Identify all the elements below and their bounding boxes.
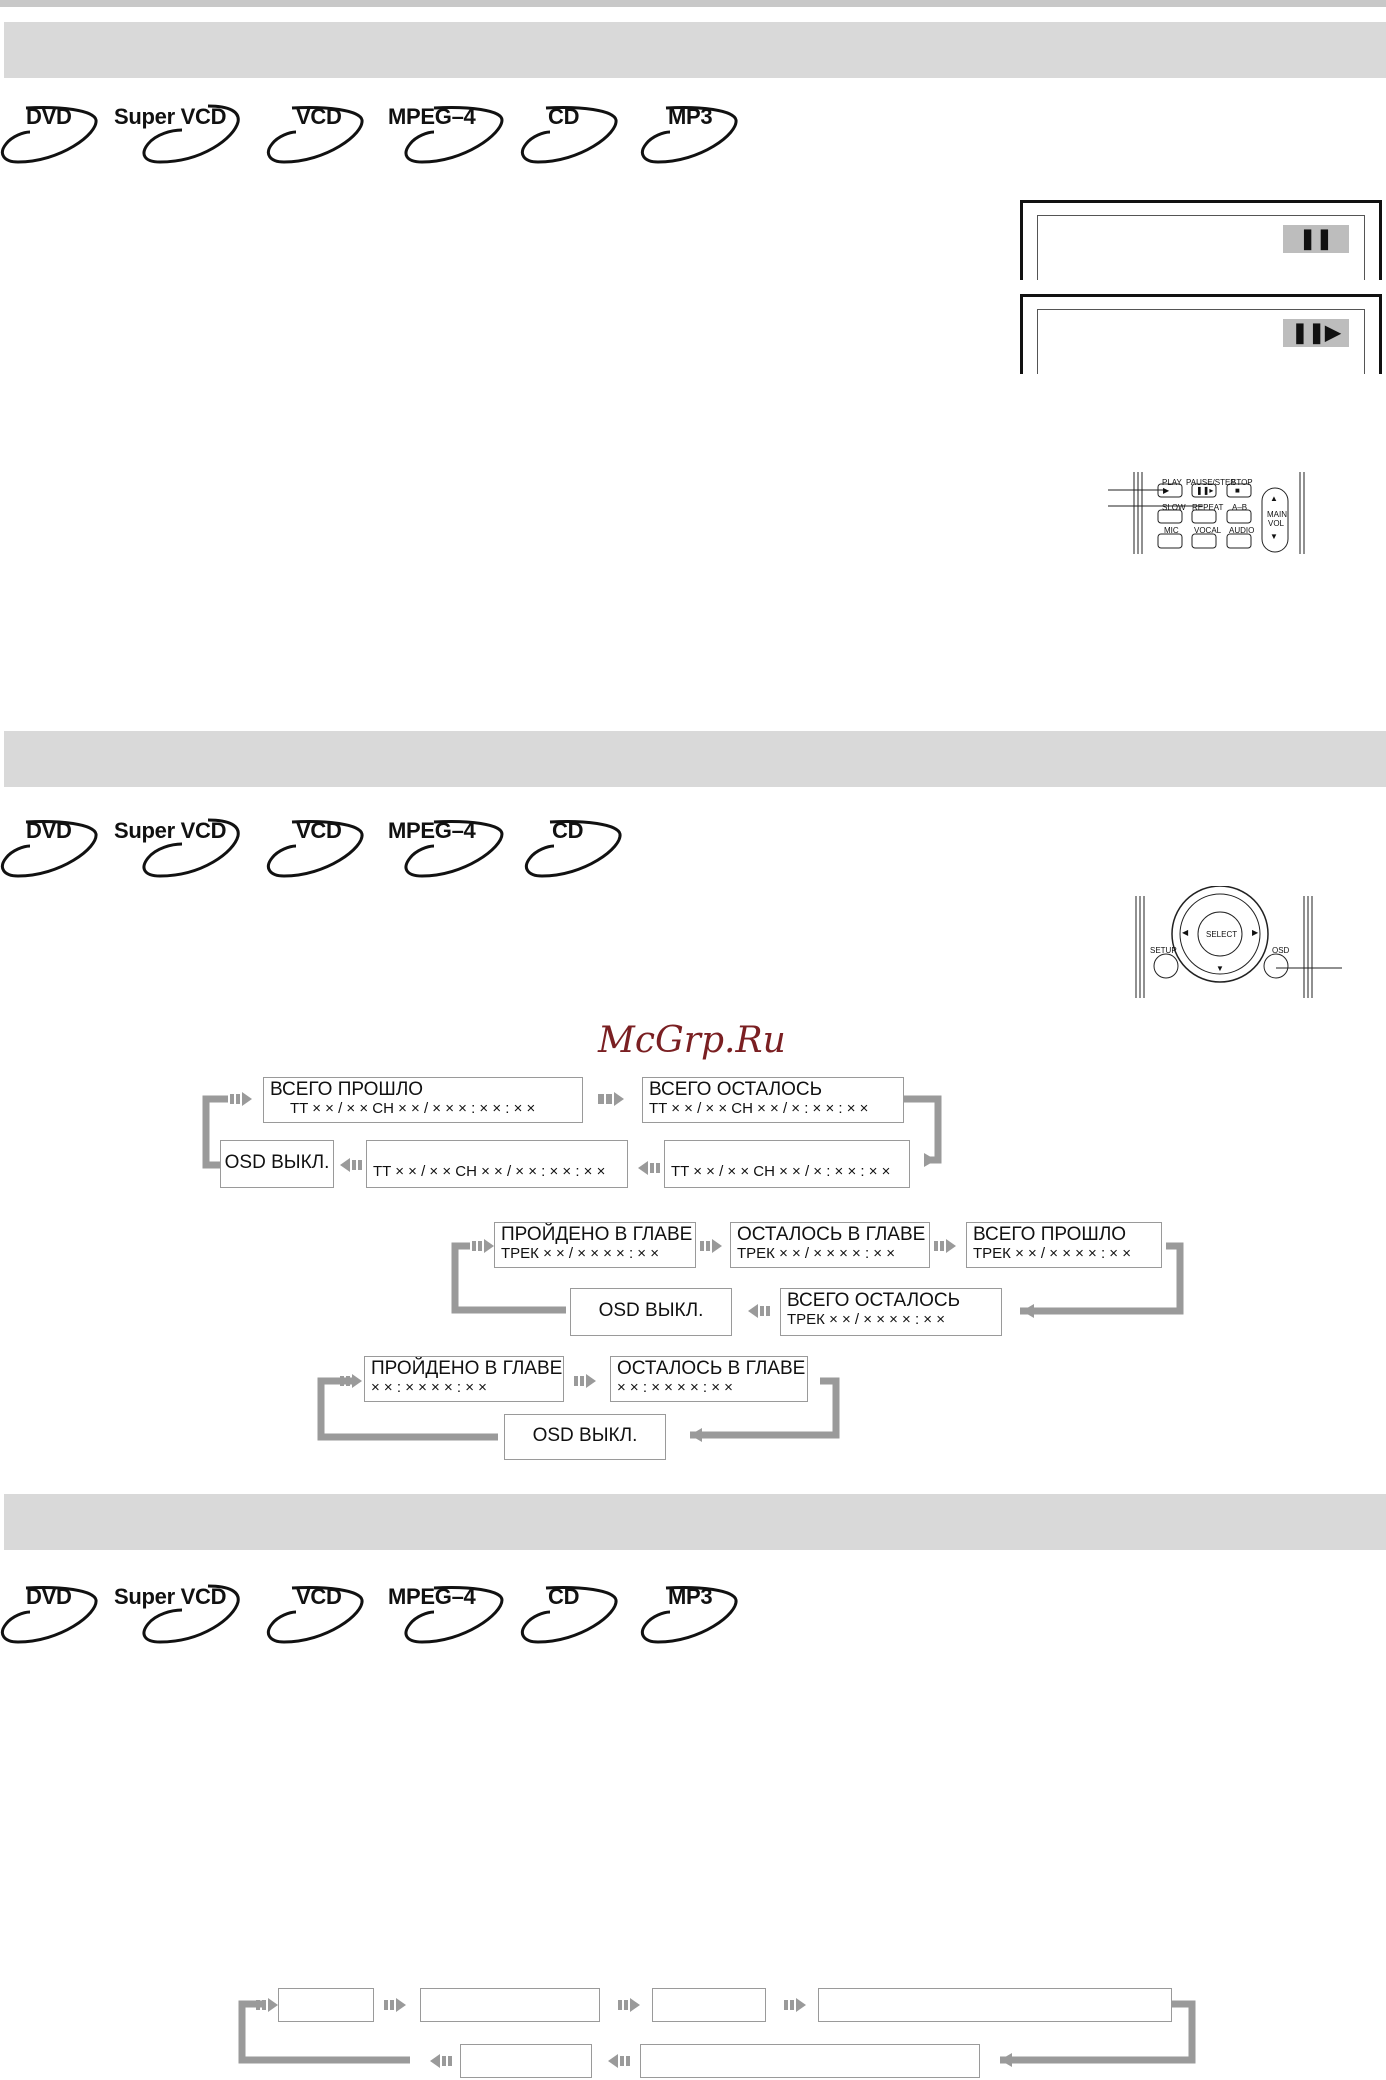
logo-vcd: VCD	[266, 1580, 366, 1644]
step-icon: ❚❚▶	[1283, 319, 1349, 347]
section-header-bar-2	[4, 731, 1386, 787]
logo-vcd: VCD	[266, 814, 366, 878]
cycle-box-5	[640, 2044, 980, 2078]
logo-super-vcd: Super VCD	[112, 1580, 242, 1644]
cycle-box-6	[460, 2044, 592, 2078]
logo-dvd: DVD	[0, 1580, 100, 1644]
vcd-osd-off-box: OSD ВЫКЛ.	[570, 1288, 732, 1336]
cd-elapsed-box: ПРОЙДЕНО В ГЛАВЕ× × : × × × × : × ×	[364, 1356, 564, 1402]
logo-cd: CD	[520, 1580, 620, 1644]
logo-mpeg4: MPEG–4	[384, 100, 504, 164]
dvd-chapter-elapsed-box: TT × × / × × CH × × / × × : × × : × ×	[366, 1140, 628, 1188]
down-arrow-icon: ▼	[1216, 964, 1224, 973]
cycle-box-3	[652, 1988, 766, 2022]
play-icon: ▶	[1163, 486, 1170, 495]
logo-mpeg4: MPEG–4	[384, 814, 504, 878]
cd-remaining-box: ОСТАЛОСЬ В ГЛАВЕ× × : × × × × : × ×	[610, 1356, 808, 1402]
logo-vcd: VCD	[266, 100, 366, 164]
section-header-bar-1	[4, 22, 1386, 78]
stop-icon: ■	[1235, 486, 1240, 495]
right-arrow-icon: ▶	[1252, 928, 1259, 937]
dvd-chapter-remaining-box: TT × × / × × CH × × / × : × × : × ×	[664, 1140, 910, 1188]
pause-step-icon: ❚❚▸	[1196, 486, 1214, 495]
top-rule	[0, 0, 1386, 7]
cd-osd-off-box: OSD ВЫКЛ.	[504, 1414, 666, 1460]
logo-mpeg4: MPEG–4	[384, 1580, 504, 1644]
logo-dvd: DVD	[0, 814, 100, 878]
dvd-osd-off-box: OSD ВЫКЛ.	[220, 1140, 334, 1188]
vol-down-icon: ▼	[1270, 532, 1278, 541]
pause-icon: ❚❚	[1283, 225, 1349, 253]
logo-cd: CD	[520, 100, 620, 164]
vol-up-icon: ▲	[1270, 494, 1278, 503]
logo-mp3: MP3	[640, 100, 740, 164]
logo-super-vcd: Super VCD	[112, 100, 242, 164]
logo-cd: CD	[524, 814, 624, 878]
logo-super-vcd: Super VCD	[112, 814, 242, 878]
logo-mp3: MP3	[640, 1580, 740, 1644]
step-screen-panel: ❚❚▶	[1020, 294, 1382, 374]
remote-control-playback: PLAY PAUSE/STEP STOP ▶ ❚❚▸ ■ SLOW REPEAT…	[1108, 470, 1308, 554]
left-arrow-icon: ◀	[1182, 928, 1189, 937]
logo-dvd: DVD	[0, 100, 100, 164]
remote-control-osd: SELECT SETUP OSD ◀ ▶ ▼	[1134, 886, 1344, 1002]
cycle-box-2	[420, 1988, 600, 2022]
cycle-box-1	[278, 1988, 374, 2022]
watermark: McGrp.Ru	[598, 1020, 786, 1061]
cycle-box-4	[818, 1988, 1172, 2022]
section-header-bar-3	[4, 1494, 1386, 1550]
pause-screen-panel: ❚❚	[1020, 200, 1382, 280]
